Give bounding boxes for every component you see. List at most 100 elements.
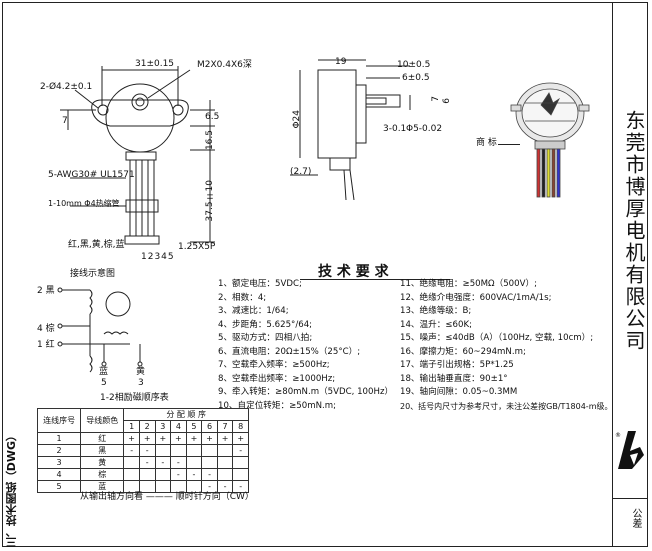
step-header: 5 [185,420,203,433]
svg-text:®: ® [615,432,621,439]
sequence-cell: + [185,431,203,445]
sequence-cell [123,455,140,469]
wire-label-brown: 4 棕 [37,324,55,334]
spec-11: 11、绝缘电阻：≥50MΩ（500V）; [400,279,537,289]
step-header: 3 [154,420,172,433]
sequence-cell: - [170,455,187,469]
sequence-cell [154,467,172,481]
sequence-cell [123,479,140,493]
sequence-cell: - [216,479,234,493]
step-header: 6 [201,420,218,433]
row-color: 棕 [80,467,125,481]
step-header: 1 [123,420,140,433]
tube-label: 1-10mm Φ4热缩管 [48,199,120,208]
company-logo-icon: ® [615,431,644,469]
sequence-cell [216,455,234,469]
wire-label-red: 1 红 [37,340,55,350]
dim-right-65: 6.5 [205,112,220,122]
step-header: 7 [216,420,234,433]
specs-right: 11、绝缘电阻：≥50MΩ（500V）; 12、绝缘介电强度：600VAC/1m… [400,278,613,413]
dim-19: 19 [335,57,347,67]
sequence-cell [232,455,249,469]
sequence-cell: - [185,467,203,481]
step-header: 2 [138,420,156,433]
row-color: 黑 [80,443,125,457]
connector-pitch: 1.25X5P [178,242,216,252]
spec-13: 13、绝缘等级：B; [400,306,472,316]
sequence-cell [216,467,234,481]
dim-7: 7 [431,96,441,102]
row-color: 蓝 [80,479,125,493]
wire-num-3: 3 [138,378,144,388]
row-num: 4 [36,467,82,481]
sequence-cell [170,479,187,493]
dim-10: 10±0.5 [397,60,431,70]
spec-4: 4、步距角：5.625°/64; [218,319,313,330]
step-header: 8 [232,420,249,433]
sequence-cell: - [138,443,156,457]
wire-label-blue: 蓝 [99,367,109,377]
dim-width: 31±0.15 [135,59,175,69]
sequence-cell: + [138,431,156,445]
sequence-cell [138,479,156,493]
spec-18: 18、输出轴垂直度：90±1° [400,373,508,384]
sequence-cell: + [123,431,140,445]
wiring-title: 接线示意图 [70,269,116,279]
col-seq-header: 连线序号 [36,408,82,433]
dim-left-7: 7 [62,116,68,126]
sequence-cell [170,443,187,457]
sequence-caption: 1-2相励磁顺序表 [100,393,169,403]
spec-9: 9、牵入转矩：≥80mN.m（5VDC, 100Hz） [218,387,394,397]
sequence-cell: - [154,455,172,469]
product-photo [510,82,590,198]
dim-mount-hole: 2-Ø4.2±0.1 [40,82,93,92]
sequence-cell: + [201,431,218,445]
sequence-cell [232,467,249,481]
sequence-cell [154,443,172,457]
spec-6: 6、直流电阻：20Ω±15%（25°C）; [218,346,361,357]
spec-1: 1、额定电压：5VDC; [218,279,302,289]
dim-6b: 6 [442,98,452,104]
sequence-cell: - [138,455,156,469]
spec-2: 2、相数：4; [218,292,267,303]
colors-label: 红,黑,黄,棕,蓝 [68,240,125,250]
spec-12: 12、绝缘介电强度：600VAC/1mA/1s; [400,292,552,303]
specs-left: 1、额定电压：5VDC; 2、相数：4; 3、减速比：1/64; 4、步距角：5… [218,278,393,413]
sequence-cell [123,467,140,481]
spec-17: 17、端子引出规格：5P*1.25 [400,360,514,370]
sequence-cell: + [232,431,249,445]
front-view-drawing [60,66,215,245]
spec-10: 10、自定位转矩：≥50mN.m; [218,400,337,411]
spec-15: 15、噪声：≤40dB（A）（100Hz, 空载, 10cm）; [400,333,594,343]
row-num: 3 [36,455,82,469]
section-title: 三、技术图纸（DWG） [5,430,18,549]
wire-label: 5-AWG30# UL1571 [48,170,135,180]
sequence-footer: 从输出轴方向看 ——— 顺时针方向（CW） [80,492,254,502]
sequence-cell: - [232,443,249,457]
tech-req-title: 技 术 要 求 [318,264,389,280]
side-view-drawing [290,59,411,200]
wire-label-black: 2 黑 [37,286,55,296]
dim-6: 6±0.5 [402,73,430,83]
row-color: 红 [80,431,125,445]
wire-num-5: 5 [101,378,107,388]
connector-numbers: 12345 [141,252,175,262]
sequence-cell [201,455,218,469]
row-num: 2 [36,443,82,457]
col-color-header: 导线颜色 [80,408,125,433]
sequence-cell: + [154,431,172,445]
row-num: 5 [36,479,82,493]
col-assign-header: 分 配 顺 序 [123,408,249,421]
wire-label-yellow: 黄 [136,367,146,377]
spec-19: 19、轴向间隙：0.05~0.3MM [400,387,518,397]
sequence-cell [185,443,203,457]
dim-body-dia: Φ24 [292,110,302,129]
sequence-cell [185,455,203,469]
step-header: 4 [170,420,187,433]
